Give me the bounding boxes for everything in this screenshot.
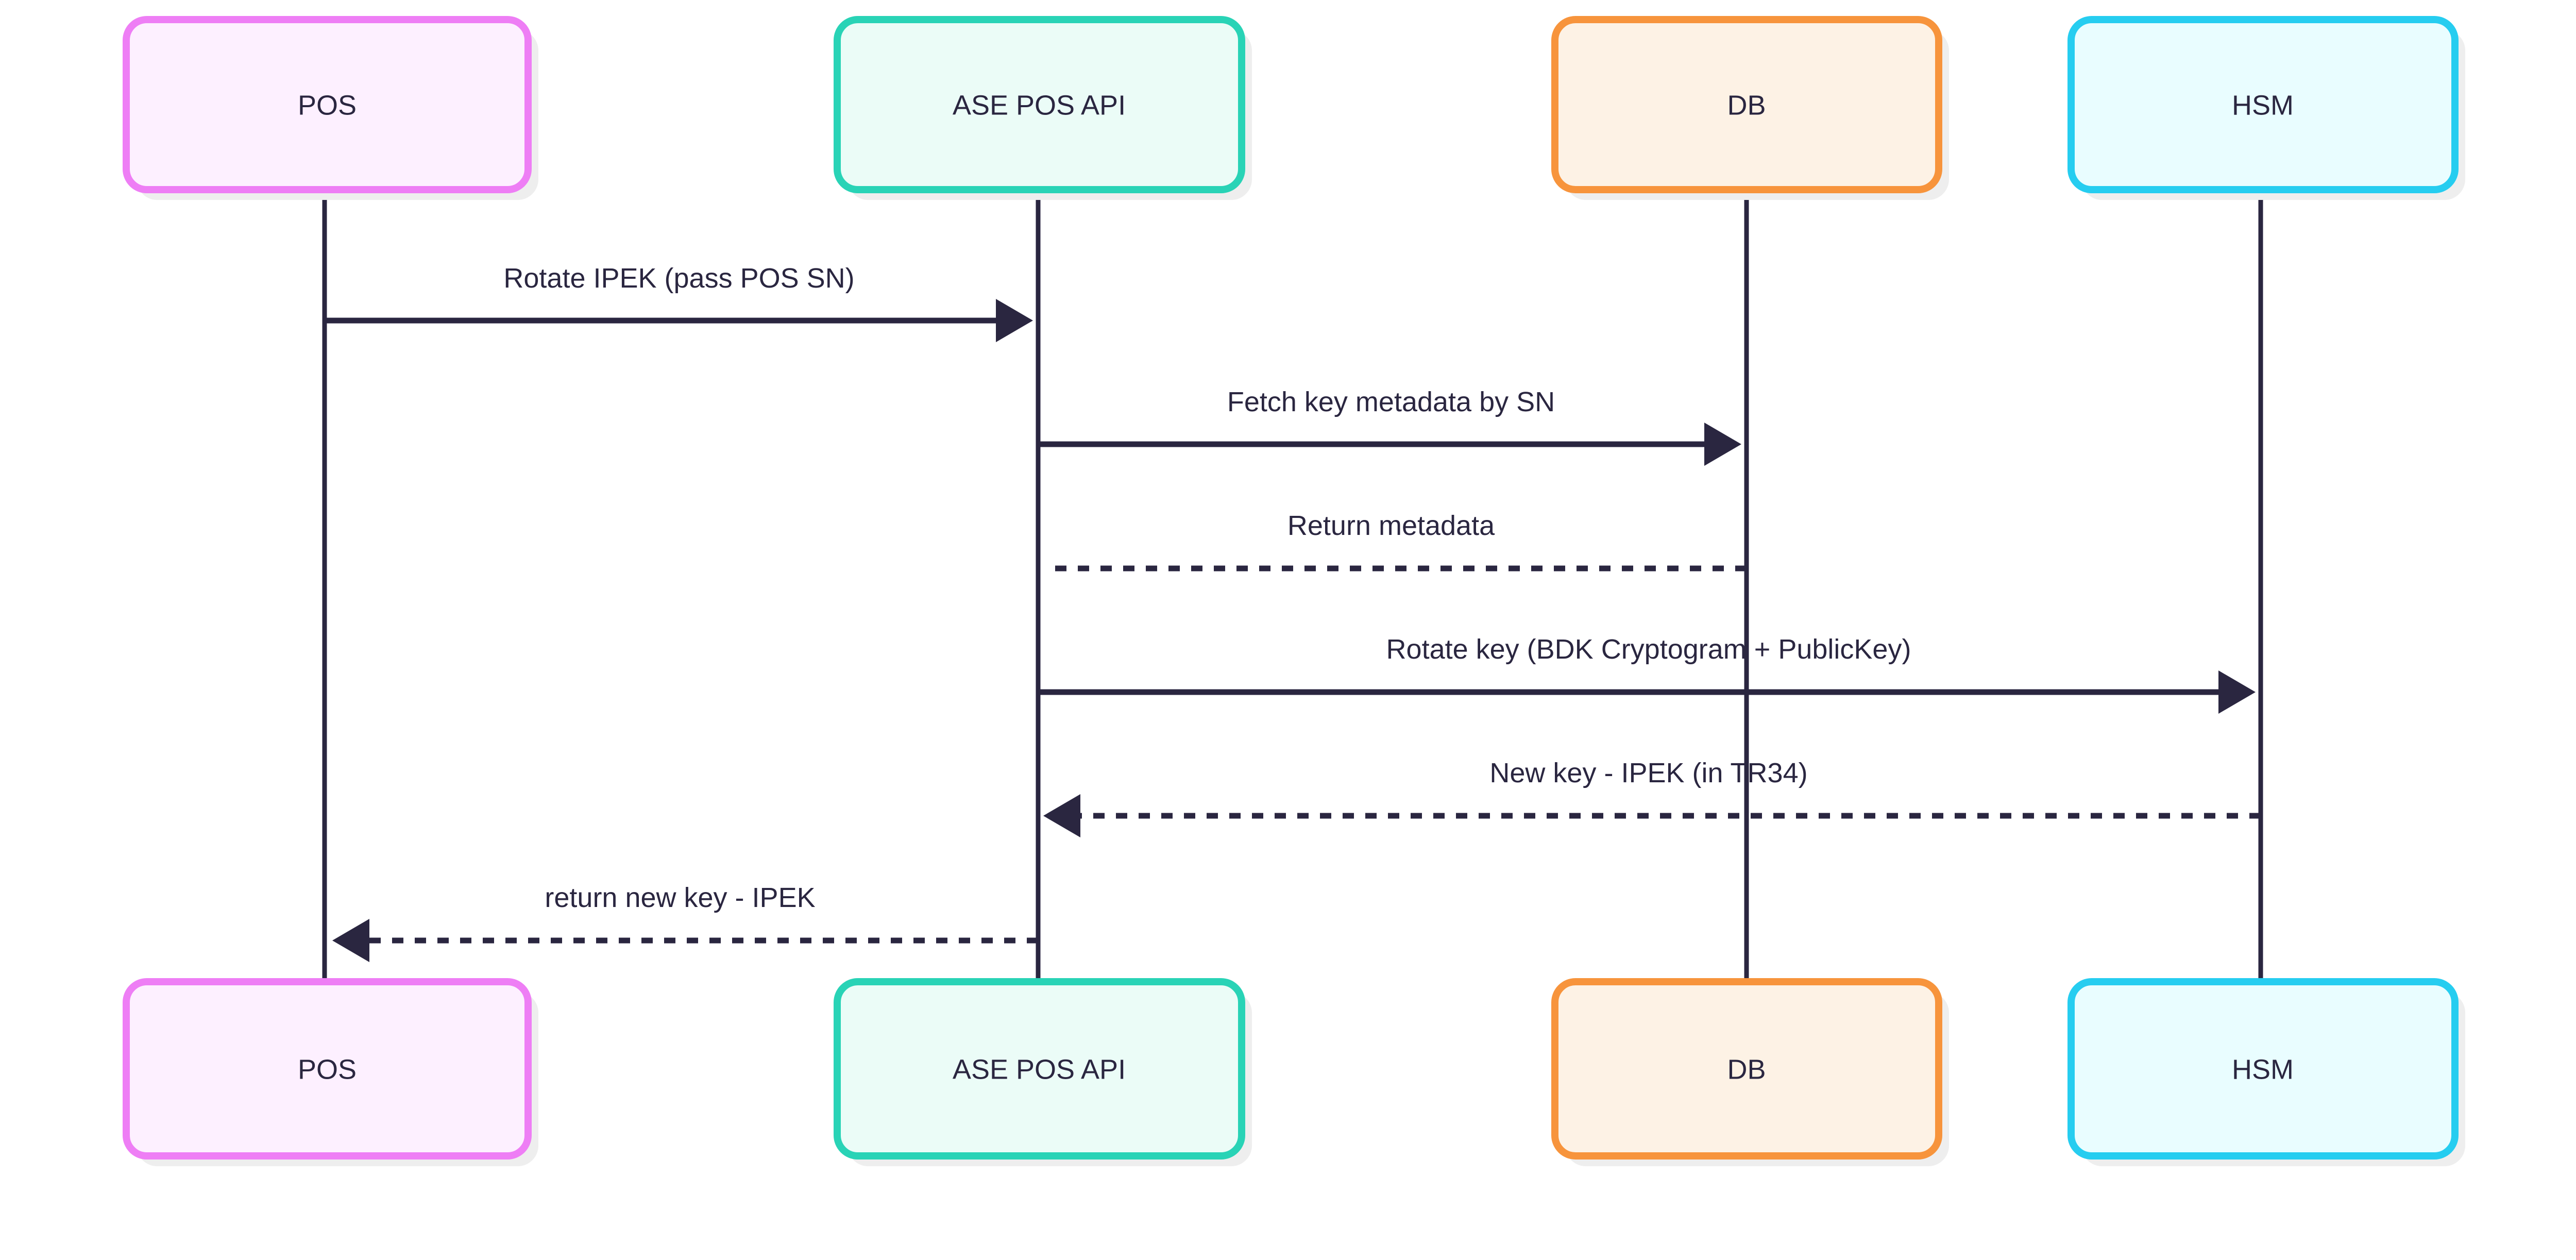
- actor-label-hsm-bottom: HSM: [2232, 1054, 2294, 1085]
- arrowhead-left-5: [1043, 794, 1080, 837]
- actor-label-ase-top: ASE POS API: [953, 90, 1126, 121]
- message-label-rotate-key: Rotate key (BDK Cryptogram + PublicKey): [1386, 634, 1911, 665]
- message-2[interactable]: Fetch key metadata by SN: [1038, 387, 1741, 466]
- message-4[interactable]: Rotate key (BDK Cryptogram + PublicKey): [1038, 634, 2256, 714]
- actor-label-hsm-top: HSM: [2232, 90, 2294, 121]
- actor-rect-pos-bottom: [123, 978, 532, 1160]
- actor-rect-ase-top: [834, 16, 1245, 193]
- actor-label-pos-top: POS: [298, 90, 357, 121]
- actor-rect-hsm-bottom: [2067, 978, 2459, 1160]
- lifelines: [322, 190, 2263, 984]
- actor-rect-db-top: [1551, 16, 1942, 193]
- arrowhead-right-2: [1704, 423, 1741, 466]
- actor-box-ase-top[interactable]: ASE POS API: [834, 16, 1252, 200]
- arrowhead-right-4: [2218, 670, 2256, 714]
- message-label-rotate-ipek: Rotate IPEK (pass POS SN): [503, 263, 854, 294]
- actor-box-pos-bottom[interactable]: POS: [123, 978, 538, 1166]
- message-6[interactable]: return new key - IPEK: [332, 882, 1038, 962]
- actor-rect-pos-top: [123, 16, 532, 193]
- actor-box-hsm-top[interactable]: HSM: [2067, 16, 2465, 200]
- message-label-return-new-key: return new key - IPEK: [545, 882, 815, 913]
- actor-boxes-top: POS ASE POS API DB HSM: [123, 16, 2465, 200]
- actor-box-hsm-bottom[interactable]: HSM: [2067, 978, 2465, 1166]
- message-label-new-key-ipek: New key - IPEK (in TR34): [1489, 758, 1807, 788]
- actor-label-pos-bottom: POS: [298, 1054, 357, 1085]
- actor-boxes-bottom: POS ASE POS API DB HSM: [123, 978, 2465, 1166]
- actor-rect-hsm-top: [2067, 16, 2459, 193]
- actor-box-db-top[interactable]: DB: [1551, 16, 1949, 200]
- actor-rect-db-bottom: [1551, 978, 1942, 1160]
- actor-box-ase-bottom[interactable]: ASE POS API: [834, 978, 1252, 1166]
- actor-box-db-bottom[interactable]: DB: [1551, 978, 1949, 1166]
- actor-box-pos-top[interactable]: POS: [123, 16, 538, 200]
- actor-label-ase-bottom: ASE POS API: [953, 1054, 1126, 1085]
- actor-label-db-top: DB: [1727, 90, 1766, 121]
- message-label-return-metadata: Return metadata: [1287, 510, 1495, 541]
- message-label-fetch-key-metadata: Fetch key metadata by SN: [1227, 387, 1555, 417]
- actor-rect-ase-bottom: [834, 978, 1245, 1160]
- arrowhead-left-6: [332, 919, 369, 962]
- actor-label-db-bottom: DB: [1727, 1054, 1766, 1085]
- message-5[interactable]: New key - IPEK (in TR34): [1043, 758, 2261, 837]
- message-1[interactable]: Rotate IPEK (pass POS SN): [325, 263, 1033, 342]
- message-3[interactable]: Return metadata: [1046, 510, 1747, 572]
- arrowhead-right-1: [996, 299, 1033, 342]
